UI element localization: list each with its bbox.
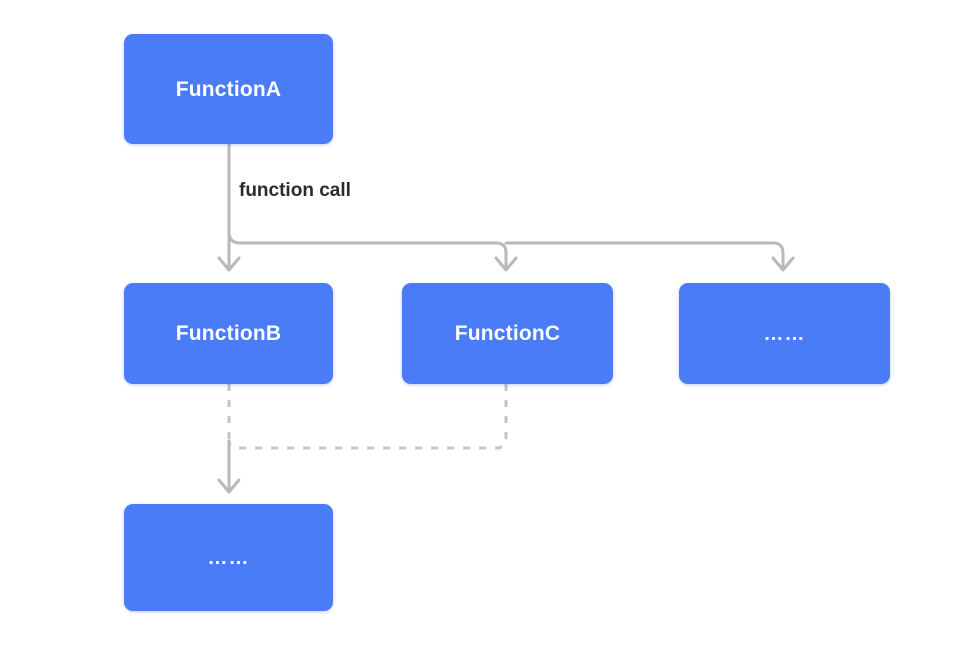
- node-function-c-label: FunctionC: [454, 322, 561, 345]
- node-more-children-label: ……: [207, 546, 250, 569]
- node-function-b-label: FunctionB: [175, 322, 282, 345]
- node-function-a-label: FunctionA: [175, 77, 282, 101]
- edge-a-to-c-arrowhead: [494, 256, 518, 272]
- edge-a-to-b-arrowhead: [217, 256, 241, 272]
- edge-a-to-more-line: [504, 241, 785, 270]
- edge-merge-to-more-arrowhead: [217, 478, 241, 494]
- node-function-a[interactable]: FunctionA: [124, 34, 333, 144]
- edge-a-to-more-arrowhead: [771, 256, 795, 272]
- edge-c-to-more-dashed: [227, 384, 508, 450]
- node-function-c[interactable]: FunctionC: [402, 283, 613, 384]
- edge-a-to-c-line: [227, 230, 508, 270]
- node-more-children[interactable]: ……: [124, 504, 333, 611]
- edge-label-function-call: function call: [239, 180, 351, 201]
- node-more-siblings-label: ……: [763, 322, 806, 345]
- node-function-b[interactable]: FunctionB: [124, 283, 333, 384]
- node-more-siblings[interactable]: ……: [679, 283, 890, 384]
